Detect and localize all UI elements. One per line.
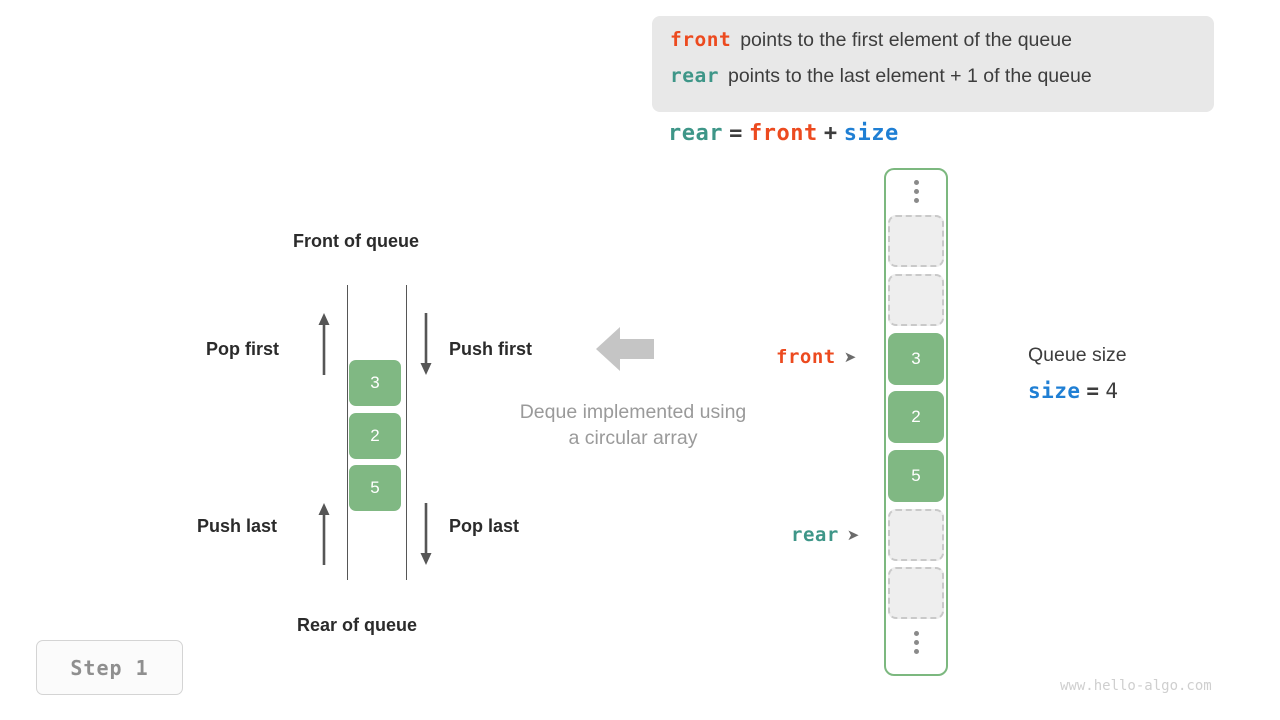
- legend-term-rear: rear: [670, 64, 719, 87]
- pointer-equation: rear = front + size: [668, 120, 899, 146]
- pointer-label-rear: rear ➤: [791, 524, 859, 546]
- array-cell-filled: 3: [888, 333, 944, 385]
- deque-op-label-push-last: Push last: [197, 516, 278, 536]
- diagram-caption: Deque implemented using a circular array: [473, 400, 793, 451]
- array-cell-empty: [888, 215, 944, 267]
- deque-cell: 3: [349, 360, 401, 406]
- legend-line-front: front points to the first element of the …: [670, 28, 1072, 52]
- deque-cell: 5: [349, 465, 401, 511]
- step-badge: Step 1: [36, 640, 183, 695]
- queue-size-eq: =: [1086, 379, 1100, 403]
- deque-op-label-pop-first: Pop first: [206, 339, 280, 359]
- arrow-down-push-first: [420, 313, 432, 375]
- pointer-arrow-icon-front: ➤: [843, 348, 857, 366]
- deque-front-title: Front of queue: [293, 231, 419, 251]
- array-cell-empty: [888, 274, 944, 326]
- circular-array-container: [884, 168, 948, 676]
- arrow-up-push-last: [318, 503, 330, 565]
- array-cell-filled: 5: [888, 450, 944, 502]
- queue-size-var: size: [1028, 379, 1081, 403]
- caption-line-2: a circular array: [568, 426, 698, 449]
- array-cell-filled: 2: [888, 391, 944, 443]
- block-arrow-left-icon: [596, 327, 654, 371]
- vertical-ellipsis-icon-top: [908, 180, 924, 208]
- equation-lhs: rear: [668, 121, 723, 146]
- deque-op-label-push-first: Push first: [449, 339, 533, 359]
- queue-size-expression: size = 4: [1028, 379, 1119, 404]
- legend-desc-front: points to the first element of the queue: [740, 29, 1072, 51]
- pointer-label-front: front ➤: [776, 346, 856, 368]
- queue-size-value: 4: [1105, 379, 1119, 403]
- equation-rhs2: size: [843, 121, 899, 146]
- deque-rail-right: [406, 285, 407, 580]
- pointer-arrow-icon-rear: ➤: [846, 526, 860, 544]
- deque-rear-title: Rear of queue: [297, 615, 418, 635]
- deque-cell: 2: [349, 413, 401, 459]
- deque-rail-left: [347, 285, 348, 580]
- legend-box: front points to the first element of the …: [652, 16, 1214, 112]
- vertical-ellipsis-icon-bottom: [908, 631, 924, 659]
- legend-line-rear: rear points to the last element + 1 of th…: [670, 64, 1092, 88]
- arrow-up-pop-first: [318, 313, 330, 375]
- pointer-name-rear: rear: [791, 524, 839, 546]
- pointer-name-front: front: [776, 346, 836, 368]
- queue-size-label: Queue size: [1028, 344, 1127, 366]
- arrow-down-pop-last: [420, 503, 432, 565]
- equation-plus: +: [823, 121, 838, 146]
- deque-op-label-pop-last: Pop last: [449, 516, 520, 536]
- equation-eq: =: [729, 121, 743, 146]
- caption-line-1: Deque implemented using: [519, 401, 747, 423]
- array-cell-empty: [888, 567, 944, 619]
- array-cell-empty: [888, 509, 944, 561]
- legend-term-front: front: [670, 28, 732, 51]
- equation-rhs1: front: [748, 121, 818, 146]
- legend-desc-rear: points to the last element + 1 of the qu…: [727, 65, 1092, 87]
- footer-url: www.hello-algo.com: [1060, 678, 1212, 694]
